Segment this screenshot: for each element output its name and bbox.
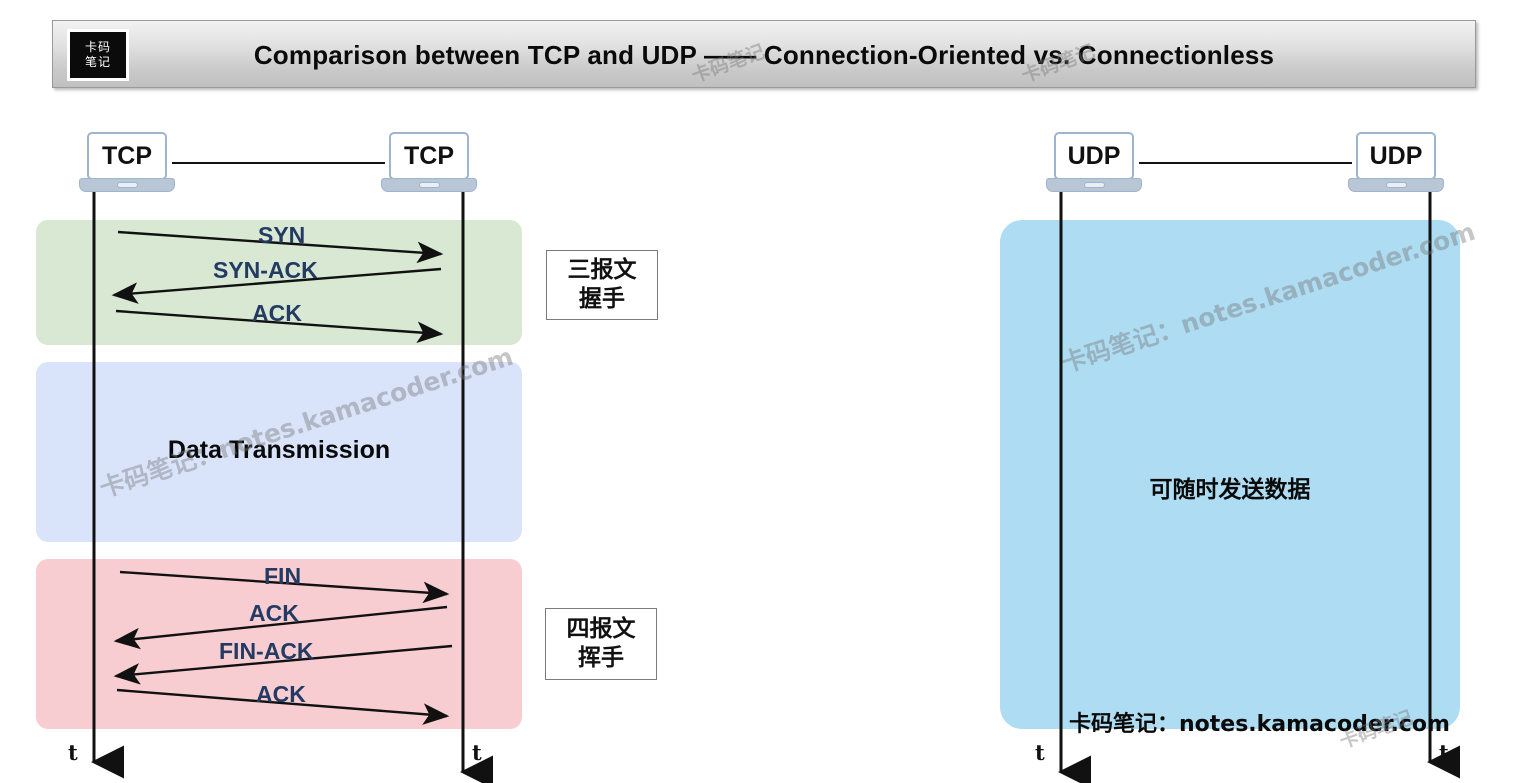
page-title: Comparison between TCP and UDP —— Connec… — [253, 40, 1275, 70]
tcp-node-right[interactable]: TCP — [381, 132, 477, 194]
arrow-ack-2 — [113, 605, 448, 650]
brand-logo: 卡码 笔记 — [67, 29, 129, 81]
udp-node-left-label: UDP — [1067, 141, 1121, 170]
arrow-ack-3 — [116, 688, 450, 725]
udp-axis-label-right: t — [1439, 740, 1449, 765]
msg-label-syn-ack: SYN-ACK — [213, 257, 318, 283]
tcp-axis-label-left: t — [68, 740, 78, 765]
arrow-fin-ack — [113, 644, 453, 685]
note-line1: 四报文 — [566, 616, 636, 643]
note-three-way-handshake: 三报文 握手 — [546, 250, 658, 320]
msg-label-ack-3: ACK — [256, 681, 306, 707]
msg-label-syn: SYN — [258, 222, 306, 248]
laptop-notch-icon — [419, 182, 440, 188]
arrow-syn — [117, 230, 444, 264]
msg-label-ack-2: ACK — [249, 600, 299, 626]
arrow-fin — [119, 570, 450, 604]
note-line2: 挥手 — [578, 645, 624, 671]
laptop-screen-icon — [87, 132, 167, 180]
title-banner: 卡码 笔记 Comparison between TCP and UDP —— … — [52, 20, 1476, 88]
laptop-notch-icon — [117, 182, 138, 188]
msg-label-fin: FIN — [264, 563, 302, 589]
note-four-way-teardown: 四报文 挥手 — [545, 608, 657, 680]
brand-logo-line2: 笔记 — [84, 55, 111, 69]
arrow-syn-ack — [111, 267, 442, 304]
tcp-node-left[interactable]: TCP — [79, 132, 175, 194]
tcp-axis-label-right: t — [472, 740, 482, 765]
tcp-node-right-label: TCP — [404, 141, 454, 170]
udp-node-left[interactable]: UDP — [1046, 132, 1142, 194]
msg-label-fin-ack: FIN-ACK — [219, 638, 314, 664]
laptop-screen-icon — [389, 132, 469, 180]
note-line1: 三报文 — [567, 257, 637, 284]
note-line2: 握手 — [579, 286, 625, 312]
tcp-data-label: Data Transmission — [167, 436, 391, 464]
udp-node-right-label: UDP — [1369, 141, 1423, 170]
laptop-screen-icon — [1356, 132, 1436, 180]
msg-label-ack-1: ACK — [252, 300, 302, 326]
tcp-node-left-label: TCP — [102, 141, 152, 170]
udp-axis-label-left: t — [1035, 740, 1045, 765]
brand-logo-line1: 卡码 — [84, 40, 111, 54]
arrow-ack-1 — [115, 309, 444, 344]
udp-box — [1000, 220, 1460, 729]
tcp-data-box — [36, 362, 522, 542]
udp-box-label: 可随时发送数据 — [1149, 477, 1311, 503]
udp-box-footer: 卡码笔记：notes.kamacoder.com — [1069, 712, 1450, 737]
laptop-notch-icon — [1084, 182, 1105, 188]
udp-node-right[interactable]: UDP — [1348, 132, 1444, 194]
laptop-notch-icon — [1386, 182, 1407, 188]
